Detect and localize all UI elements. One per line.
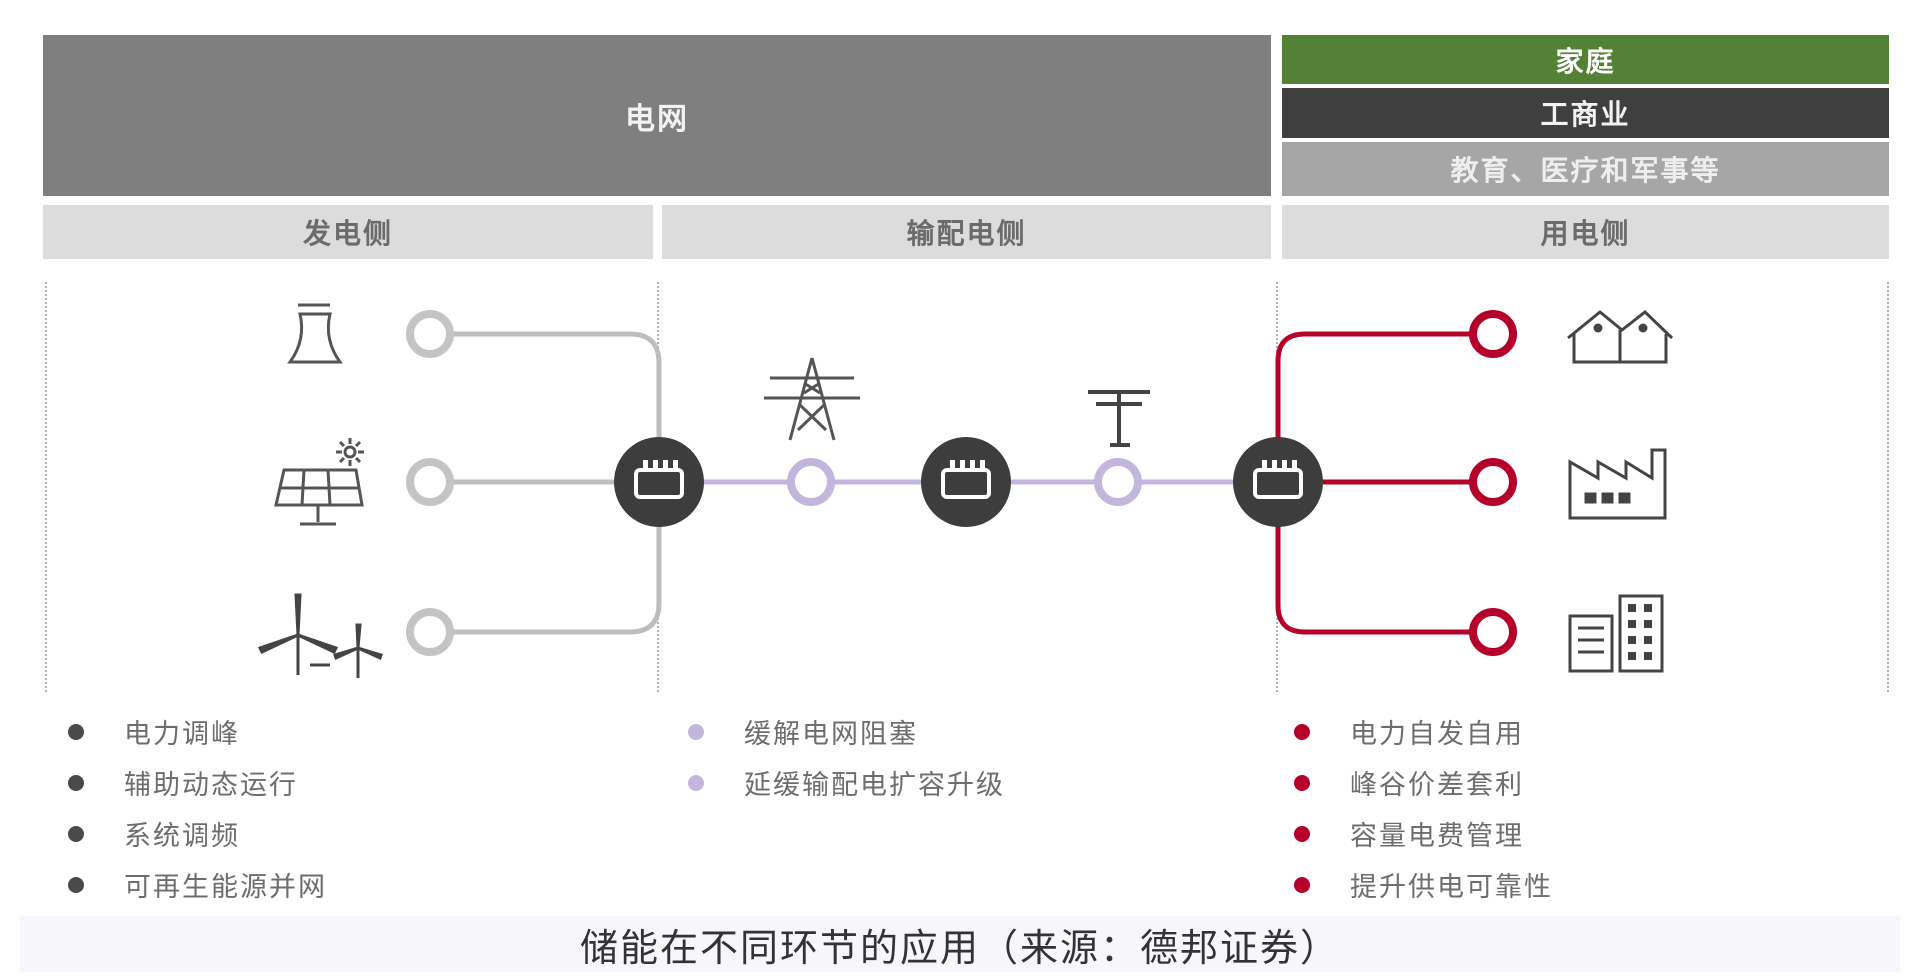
home-header: 家庭 — [1282, 35, 1889, 84]
generation-side-header: 发电侧 — [43, 205, 653, 259]
solar-panel-icon — [274, 438, 364, 526]
transmission-node-1 — [787, 458, 835, 506]
figure-caption: 储能在不同环节的应用（来源：德邦证券） — [20, 916, 1900, 972]
separator-left — [45, 282, 47, 692]
generation-node-2 — [406, 458, 454, 506]
legend-generation-item: 系统调频 — [68, 814, 240, 853]
generation-node-3 — [406, 608, 454, 656]
legend-consumption-item: 容量电费管理 — [1294, 814, 1524, 853]
legend-transmission-item: 延缓输配电扩容升级 — [688, 763, 1005, 802]
legend-consumption-item: 电力自发自用 — [1294, 712, 1524, 751]
utility-pole-icon — [1088, 390, 1150, 447]
consumption-side-header: 用电侧 — [1282, 205, 1889, 259]
legend-consumption-item: 提升供电可靠性 — [1294, 865, 1553, 904]
wind-turbine-icon — [257, 593, 383, 678]
battery-icon — [921, 437, 1011, 527]
consumption-node-1 — [1469, 310, 1517, 358]
houses-icon — [1567, 310, 1674, 364]
legend-generation-item: 可再生能源并网 — [68, 865, 327, 904]
consumption-node-2 — [1469, 458, 1517, 506]
transmission-side-header: 输配电侧 — [662, 205, 1271, 259]
battery-icon — [614, 437, 704, 527]
legend-transmission-item: 缓解电网阻塞 — [688, 712, 918, 751]
cooling-tower-icon — [287, 303, 343, 364]
generation-node-1 — [406, 310, 454, 358]
legend-generation-item: 辅助动态运行 — [68, 763, 298, 802]
education-header: 教育、医疗和军事等 — [1282, 142, 1889, 196]
legend-consumption-item: 峰谷价差套利 — [1294, 763, 1524, 802]
factory-icon — [1568, 448, 1667, 520]
office-building-icon — [1568, 594, 1664, 673]
battery-icon — [1233, 437, 1323, 527]
legend-generation-item: 电力调峰 — [68, 712, 240, 751]
commercial-header: 工商业 — [1282, 88, 1889, 138]
grid-header: 电网 — [43, 35, 1271, 196]
consumption-node-3 — [1469, 608, 1517, 656]
separator-right — [1887, 282, 1889, 692]
transmission-tower-icon — [764, 357, 860, 441]
transmission-node-2 — [1094, 458, 1142, 506]
